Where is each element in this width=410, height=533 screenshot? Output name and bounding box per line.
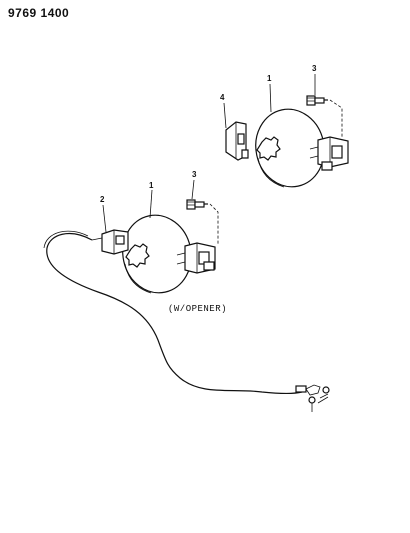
upper-fuel-lid (255, 108, 325, 188)
opener-caption: (W/OPENER) (168, 304, 227, 314)
lower-bracket (91, 229, 129, 255)
opener-cable (43, 230, 330, 412)
callout-upper-bracket: 4 (220, 93, 225, 102)
callout-upper-screw: 3 (312, 64, 317, 73)
callout-lower-bracket: 2 (100, 195, 105, 204)
lower-fuel-door-assembly (91, 179, 219, 294)
cable-end-fitting (295, 384, 330, 412)
callout-lower-screw: 3 (192, 170, 197, 179)
callout-lower-lid: 1 (149, 181, 154, 190)
lower-hinge (176, 242, 216, 274)
upper-fuel-door-assembly (223, 74, 349, 188)
upper-bracket (225, 121, 249, 161)
upper-screw (306, 95, 328, 106)
upper-hinge (309, 136, 349, 171)
document-number: 9769 1400 (8, 6, 70, 20)
callout-upper-lid: 1 (267, 74, 272, 83)
lower-fuel-lid (122, 214, 192, 294)
lower-screw (186, 199, 208, 210)
